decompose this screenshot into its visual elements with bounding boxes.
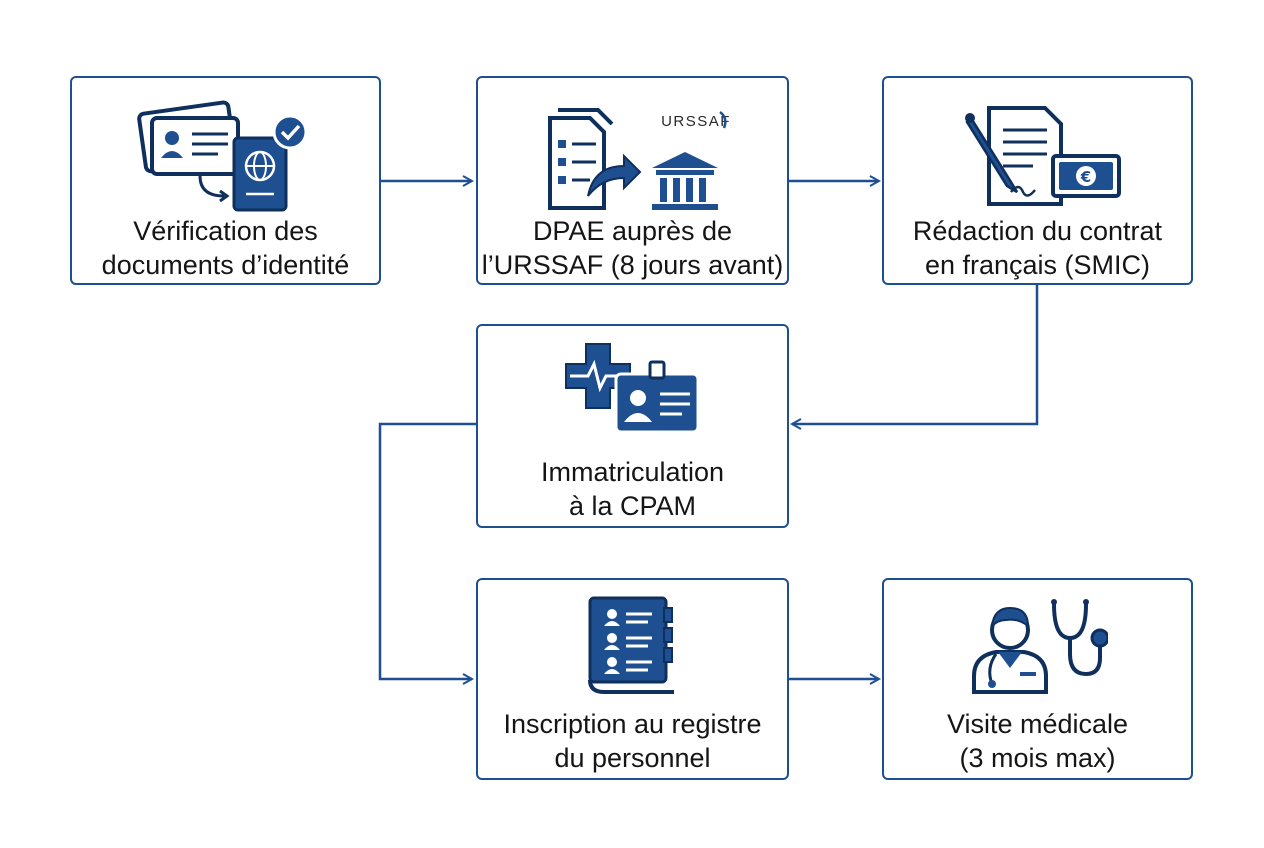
- step-employment-contract: € Rédaction du contrat en français (SMIC…: [882, 76, 1193, 285]
- contract-pen-euro-icon: €: [964, 106, 1121, 206]
- document-to-urssaf-bank-icon: URSSAF: [547, 108, 731, 210]
- svg-text:€: €: [1079, 168, 1090, 186]
- step-dpae-urssaf-label: DPAE auprès de l’URSSAF (8 jours avant): [481, 216, 784, 280]
- step-cpam-registration: Immatriculation à la CPAM: [476, 324, 789, 528]
- step-staff-register: Inscription au registre du personnel: [476, 578, 789, 780]
- step-medical-visit-label: Visite médicale (3 mois max): [946, 709, 1129, 773]
- step-identity-documents: Vérification des documents d’identité: [70, 76, 381, 285]
- health-cross-badge-icon: [564, 343, 699, 434]
- id-card-passport-check-icon: [136, 100, 307, 212]
- arrow-step4-to-step5: [378, 422, 476, 679]
- arrow-step3-to-step4: [792, 285, 1039, 424]
- register-book-icon: [587, 596, 674, 694]
- step-identity-documents-label: Vérification des documents d’identité: [101, 216, 350, 280]
- step-staff-register-label: Inscription au registre du personnel: [503, 709, 762, 773]
- doctor-stethoscope-icon: [971, 599, 1108, 694]
- step-medical-visit: Visite médicale (3 mois max): [882, 578, 1193, 780]
- urssaf-logo: URSSAF: [661, 113, 731, 130]
- step-employment-contract-label: Rédaction du contrat en français (SMIC): [912, 216, 1163, 280]
- step-dpae-urssaf: URSSAF DPAE auprès de l’URSSAF (8 jours …: [476, 76, 789, 285]
- step-cpam-registration-label: Immatriculation à la CPAM: [540, 457, 725, 521]
